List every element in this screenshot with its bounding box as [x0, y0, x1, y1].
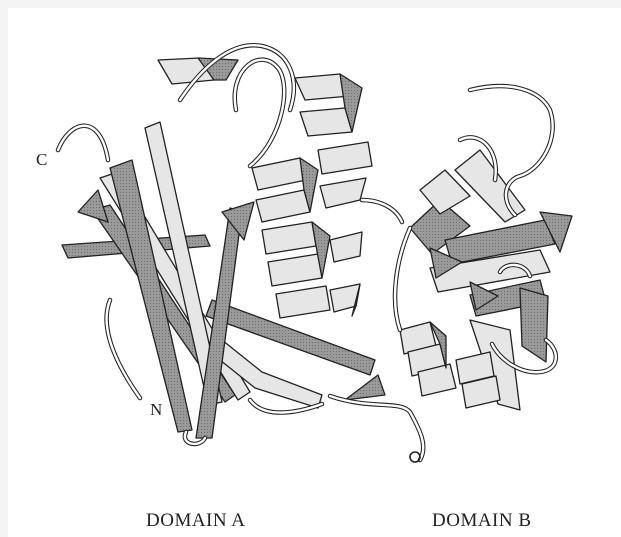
beta-strand-arrow [78, 190, 108, 222]
helix-segment [320, 178, 366, 208]
beta-strand-arrow [345, 375, 385, 400]
helix-segment [300, 108, 352, 136]
beta-strand [520, 288, 548, 362]
top-loop [235, 60, 284, 166]
c-terminus-label: C [36, 150, 47, 170]
c-terminal-loop [58, 126, 108, 160]
domain-b-label: DOMAIN B [432, 510, 532, 532]
linker-end-loop [410, 452, 420, 462]
helix-segment [262, 222, 316, 254]
helix-segment [276, 286, 330, 318]
helix-segment [252, 158, 306, 190]
helix-segment [256, 190, 310, 222]
helix-segment [268, 254, 322, 286]
helix-segment [318, 142, 372, 174]
domain-a-label: DOMAIN A [146, 510, 246, 532]
n-terminus-label: N [150, 400, 162, 420]
helix-segment [330, 232, 362, 262]
